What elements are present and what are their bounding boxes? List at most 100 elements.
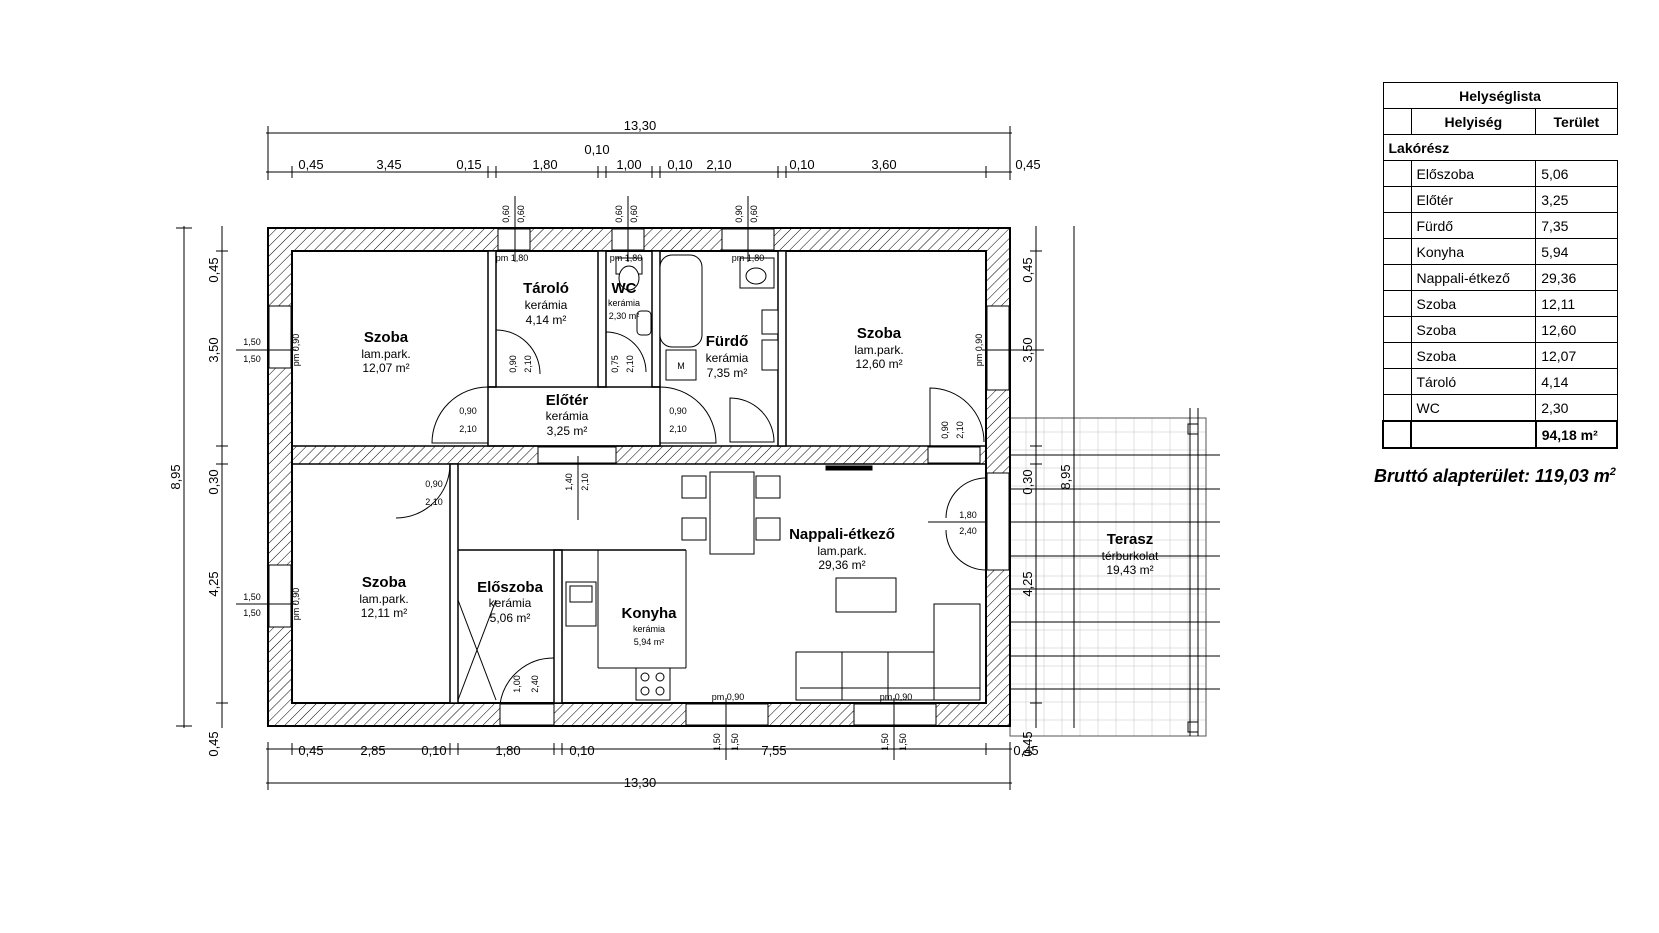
- dim-top-0: 0,45: [298, 157, 323, 172]
- room-szoba2-floor: lam.park.: [854, 343, 903, 357]
- win-top-2a: 0,60: [614, 205, 624, 223]
- room-list-total: 94,18 m²: [1534, 420, 1619, 449]
- room-nappali-area: 29,36 m²: [818, 558, 865, 572]
- dim-top-6: 2,10: [706, 157, 731, 172]
- gross-area-text: Bruttó alapterület: 119,03 m: [1374, 466, 1610, 486]
- dim-left-total: 8,95: [168, 464, 183, 489]
- room-eloter-floor: kerámia: [546, 409, 589, 423]
- room-list-table: Helységlista Helyiség Terület Lakórész E…: [1382, 82, 1619, 449]
- dim-left-3: 4,25: [206, 571, 221, 596]
- dim-bottom-1: 2,85: [360, 743, 385, 758]
- room-list-row-area: 2,30: [1535, 394, 1618, 422]
- room-list-row-name: Fürdő: [1410, 212, 1537, 239]
- room-szoba1-floor: lam.park.: [361, 347, 410, 361]
- pm-bottom-1: pm 0,90: [712, 692, 745, 702]
- room-list-row-name: Nappali-étkező: [1410, 264, 1537, 291]
- room-list-row-area: 29,36: [1535, 264, 1618, 291]
- washing-machine-label: M: [677, 361, 685, 371]
- room-eloter-name: Előtér: [546, 392, 589, 409]
- room-list-row-area: 5,94: [1535, 238, 1618, 265]
- door-d5b: 2,10: [425, 497, 443, 507]
- room-list-row-name: WC: [1410, 394, 1537, 422]
- room-terasz-name: Terasz: [1107, 531, 1153, 548]
- room-furdo-area: 7,35 m²: [707, 366, 748, 380]
- room-nappali-floor: lam.park.: [817, 544, 866, 558]
- door-d3b: 2,10: [523, 355, 533, 373]
- room-szoba3-name: Szoba: [362, 574, 407, 591]
- room-szoba3-area: 12,11 m²: [361, 606, 407, 620]
- win-bottom-2b: 1,50: [898, 733, 908, 751]
- gross-area-label: Bruttó alapterület: 119,03 m2: [1374, 466, 1616, 487]
- dim-bottom-0: 0,45: [298, 743, 323, 758]
- dim-top-8: 3,60: [871, 157, 896, 172]
- room-wc-floor: kerámia: [608, 298, 640, 308]
- dim-top-7: 0,10: [789, 157, 814, 172]
- room-terasz-area: 19,43 m²: [1106, 563, 1153, 577]
- dim-right-3: 4,25: [1020, 571, 1035, 596]
- room-list-row-area: 5,06: [1535, 160, 1618, 187]
- room-list-header-spacer: [1382, 108, 1412, 135]
- win-bottom-1a: 1,50: [712, 733, 722, 751]
- room-list-row-name: Szoba: [1410, 290, 1537, 317]
- win-top-3b: 0,60: [749, 205, 759, 223]
- pm-1: pm 1,80: [496, 253, 529, 263]
- door-d4a: 0,75: [610, 355, 620, 373]
- win-left-1b: 1,50: [243, 354, 261, 364]
- win-left-2b: 1,50: [243, 608, 261, 618]
- room-list-row-area: 3,25: [1535, 186, 1618, 213]
- dim-right-1: 3,50: [1020, 337, 1035, 362]
- win-bottom-1b: 1,50: [730, 733, 740, 751]
- door-d7b: 2,10: [580, 473, 590, 491]
- terrace: [1009, 408, 1220, 737]
- room-taroló-name: Tároló: [523, 280, 569, 297]
- room-konyha-floor: kerámia: [633, 624, 665, 634]
- win-bottom-2a: 1,50: [880, 733, 890, 751]
- room-list-header-room: Helyiség: [1410, 108, 1537, 135]
- dimension-texts: 13,30 0,10 0,45 3,45 0,15 1,80 1,00 0,10…: [168, 118, 1073, 790]
- room-furdo-name: Fürdő: [706, 333, 749, 350]
- room-eloszoba-name: Előszoba: [477, 579, 544, 596]
- dim-top-1: 3,45: [376, 157, 401, 172]
- pm-right-1: pm 0,90: [974, 334, 984, 367]
- walls: [267, 227, 1011, 727]
- room-list-row-name: Szoba: [1410, 342, 1537, 369]
- dim-left-4: 0,45: [206, 731, 221, 756]
- room-eloszoba-area: 5,06 m²: [490, 611, 531, 625]
- room-eloter-area: 3,25 m²: [547, 424, 588, 438]
- pm-bottom-2: pm 0,90: [880, 692, 913, 702]
- dim-top-9: 0,45: [1015, 157, 1040, 172]
- door-d4b: 2,10: [625, 355, 635, 373]
- win-top-2b: 0,60: [629, 205, 639, 223]
- win-left-1a: 1,50: [243, 337, 261, 347]
- room-szoba1-area: 12,07 m²: [362, 361, 409, 375]
- room-list-row-area: 12,07: [1535, 342, 1618, 369]
- door-d7a: 1,40: [564, 473, 574, 491]
- floor-plan: 13,30 0,10 0,45 3,45 0,15 1,80 1,00 0,10…: [168, 118, 1220, 790]
- door-d6b: 2,10: [955, 421, 965, 439]
- room-terasz-floor: térburkolat: [1102, 549, 1159, 563]
- dim-left-0: 0,45: [206, 257, 221, 282]
- room-szoba3-floor: lam.park.: [359, 592, 408, 606]
- door-d9b: 2,40: [530, 675, 540, 693]
- room-taroló-floor: kerámia: [525, 298, 568, 312]
- pm-left-1: pm 0,90: [291, 334, 301, 367]
- door-d3a: 0,90: [508, 355, 518, 373]
- dim-right-2: 0,30: [1020, 469, 1035, 494]
- room-wc-area: 2,30 m²: [609, 311, 640, 321]
- room-list-row-name: Tároló: [1410, 368, 1537, 395]
- pm-left-2: pm 0,90: [291, 588, 301, 621]
- dim-bottom-3: 1,80: [495, 743, 520, 758]
- win-top-3a: 0,90: [734, 205, 744, 223]
- room-szoba2-name: Szoba: [857, 325, 902, 342]
- room-furdo-floor: kerámia: [706, 351, 749, 365]
- door-d5a: 0,90: [425, 479, 443, 489]
- dim-bottom-4: 0,10: [569, 743, 594, 758]
- dim-right-total: 8,95: [1058, 464, 1073, 489]
- room-list-row-name: Előtér: [1410, 186, 1537, 213]
- door-d2b: 2,10: [669, 424, 687, 434]
- door-d2a: 0,90: [669, 406, 687, 416]
- room-list-total-spacer: [1410, 420, 1537, 449]
- door-d1a: 0,90: [459, 406, 477, 416]
- dim-top-inner: 0,10: [584, 142, 609, 157]
- dim-top-3: 1,80: [532, 157, 557, 172]
